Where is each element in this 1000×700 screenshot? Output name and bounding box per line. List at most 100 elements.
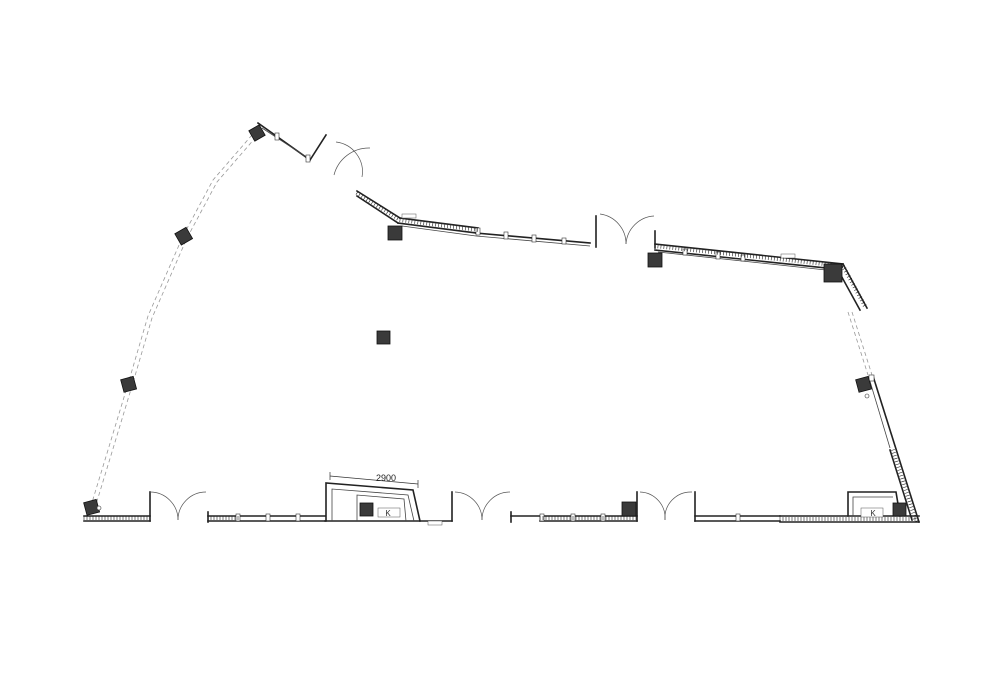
- kitchen-core-left: [325, 482, 421, 522]
- hatch-tick: [470, 227, 472, 232]
- hatch-tick: [458, 225, 461, 230]
- hatch-tick: [365, 197, 369, 202]
- hatch-tick: [848, 277, 853, 281]
- hatch-tick: [455, 225, 458, 230]
- room-marker-k-right: K: [870, 509, 876, 518]
- column: [621, 501, 637, 517]
- hatch-tick: [473, 227, 475, 232]
- hatch-tick: [905, 494, 910, 497]
- hatch-tick: [849, 280, 854, 284]
- hatch-tick: [852, 285, 857, 289]
- hatch-tick: [851, 283, 855, 286]
- fixture-dot: [96, 505, 102, 511]
- hatch-tick: [368, 199, 372, 203]
- hatch-tick: [907, 500, 912, 503]
- structural-columns: [83, 124, 907, 517]
- hatch-tick: [902, 486, 907, 489]
- hatch-tick: [891, 449, 895, 451]
- hatch-tick: [911, 514, 916, 517]
- hatch-tick: [388, 211, 392, 216]
- hatch-tick: [903, 489, 908, 491]
- hatch-tick: [910, 509, 915, 511]
- hatch-tick: [414, 219, 416, 224]
- hatch-tick: [405, 218, 407, 223]
- door-swings-bottom: [149, 491, 693, 521]
- bottom-wall: [83, 491, 920, 526]
- door-swing-top-middle: [599, 213, 655, 245]
- hatch-tick: [900, 477, 905, 480]
- hatch-tick: [370, 200, 374, 205]
- column: [855, 375, 873, 393]
- hatch-tick: [447, 224, 449, 229]
- hatch-tick: [420, 220, 422, 225]
- hatch-tick: [450, 224, 452, 229]
- top-wall-angled: [355, 189, 597, 248]
- column: [892, 502, 907, 517]
- hatch-tick: [393, 215, 397, 219]
- hatch-tick: [898, 471, 903, 474]
- hatch-tick: [402, 218, 404, 223]
- dimension-label: 2900: [376, 473, 396, 483]
- hatch-tick: [899, 474, 904, 477]
- hatch-tick: [901, 483, 906, 486]
- hatch-tick: [913, 520, 918, 523]
- hatch-tick: [435, 222, 437, 227]
- hatch-tick: [438, 222, 440, 227]
- room-marker-k-left: K: [385, 509, 391, 518]
- hatch-tick: [355, 191, 359, 195]
- right-wall: [836, 262, 921, 524]
- hatch-tick: [908, 503, 913, 506]
- column: [83, 498, 101, 516]
- dimension-2900: 2900: [329, 472, 419, 488]
- hatch-tick: [441, 223, 443, 228]
- hatch-tick: [396, 216, 399, 221]
- hatch-tick: [408, 219, 410, 224]
- hatch-tick: [896, 466, 901, 469]
- hatch-tick: [417, 220, 419, 225]
- hatch-tick: [859, 298, 864, 302]
- hatch-tick: [432, 222, 434, 227]
- column: [120, 375, 138, 393]
- column: [647, 252, 663, 268]
- hatch-tick: [376, 203, 379, 208]
- hatch-tick: [893, 457, 898, 460]
- column: [359, 502, 374, 517]
- hatch-tick: [461, 225, 464, 231]
- hatch-tick: [464, 226, 467, 231]
- hatch-tick: [373, 202, 377, 207]
- column: [823, 263, 843, 283]
- hatch-tick: [911, 511, 916, 514]
- hatch-tick: [846, 275, 851, 278]
- hatch-tick: [892, 454, 897, 457]
- hatch-tick: [444, 223, 446, 228]
- hatch-tick: [845, 272, 850, 276]
- hatch-tick: [358, 192, 361, 197]
- hatch-tick: [381, 207, 384, 211]
- column: [248, 124, 266, 142]
- door-swing-top-left: [333, 141, 371, 178]
- hatch-tick: [894, 460, 899, 463]
- hatch-tick: [429, 221, 431, 226]
- hatch-tick: [862, 304, 867, 307]
- hatch-tick: [854, 288, 858, 291]
- hatch-tick: [895, 463, 900, 466]
- hatch-tick: [855, 291, 860, 294]
- left-glazed-facade: [89, 134, 257, 512]
- hatch-tick: [391, 213, 394, 218]
- hatch-tick: [360, 194, 364, 199]
- hatch-tick: [363, 195, 366, 200]
- column: [387, 225, 403, 241]
- wall-hatching: [83, 191, 919, 523]
- hatch-tick: [906, 497, 911, 500]
- top-wall-left: [256, 121, 328, 163]
- hatch-tick: [453, 224, 455, 229]
- hatch-tick: [383, 208, 387, 213]
- hatch-tick: [891, 451, 896, 454]
- column: [174, 226, 194, 246]
- hatch-tick: [842, 267, 847, 270]
- hatch-tick: [856, 293, 861, 297]
- hatch-tick: [426, 221, 428, 226]
- hatch-tick: [897, 469, 902, 471]
- hatch-tick: [386, 210, 389, 214]
